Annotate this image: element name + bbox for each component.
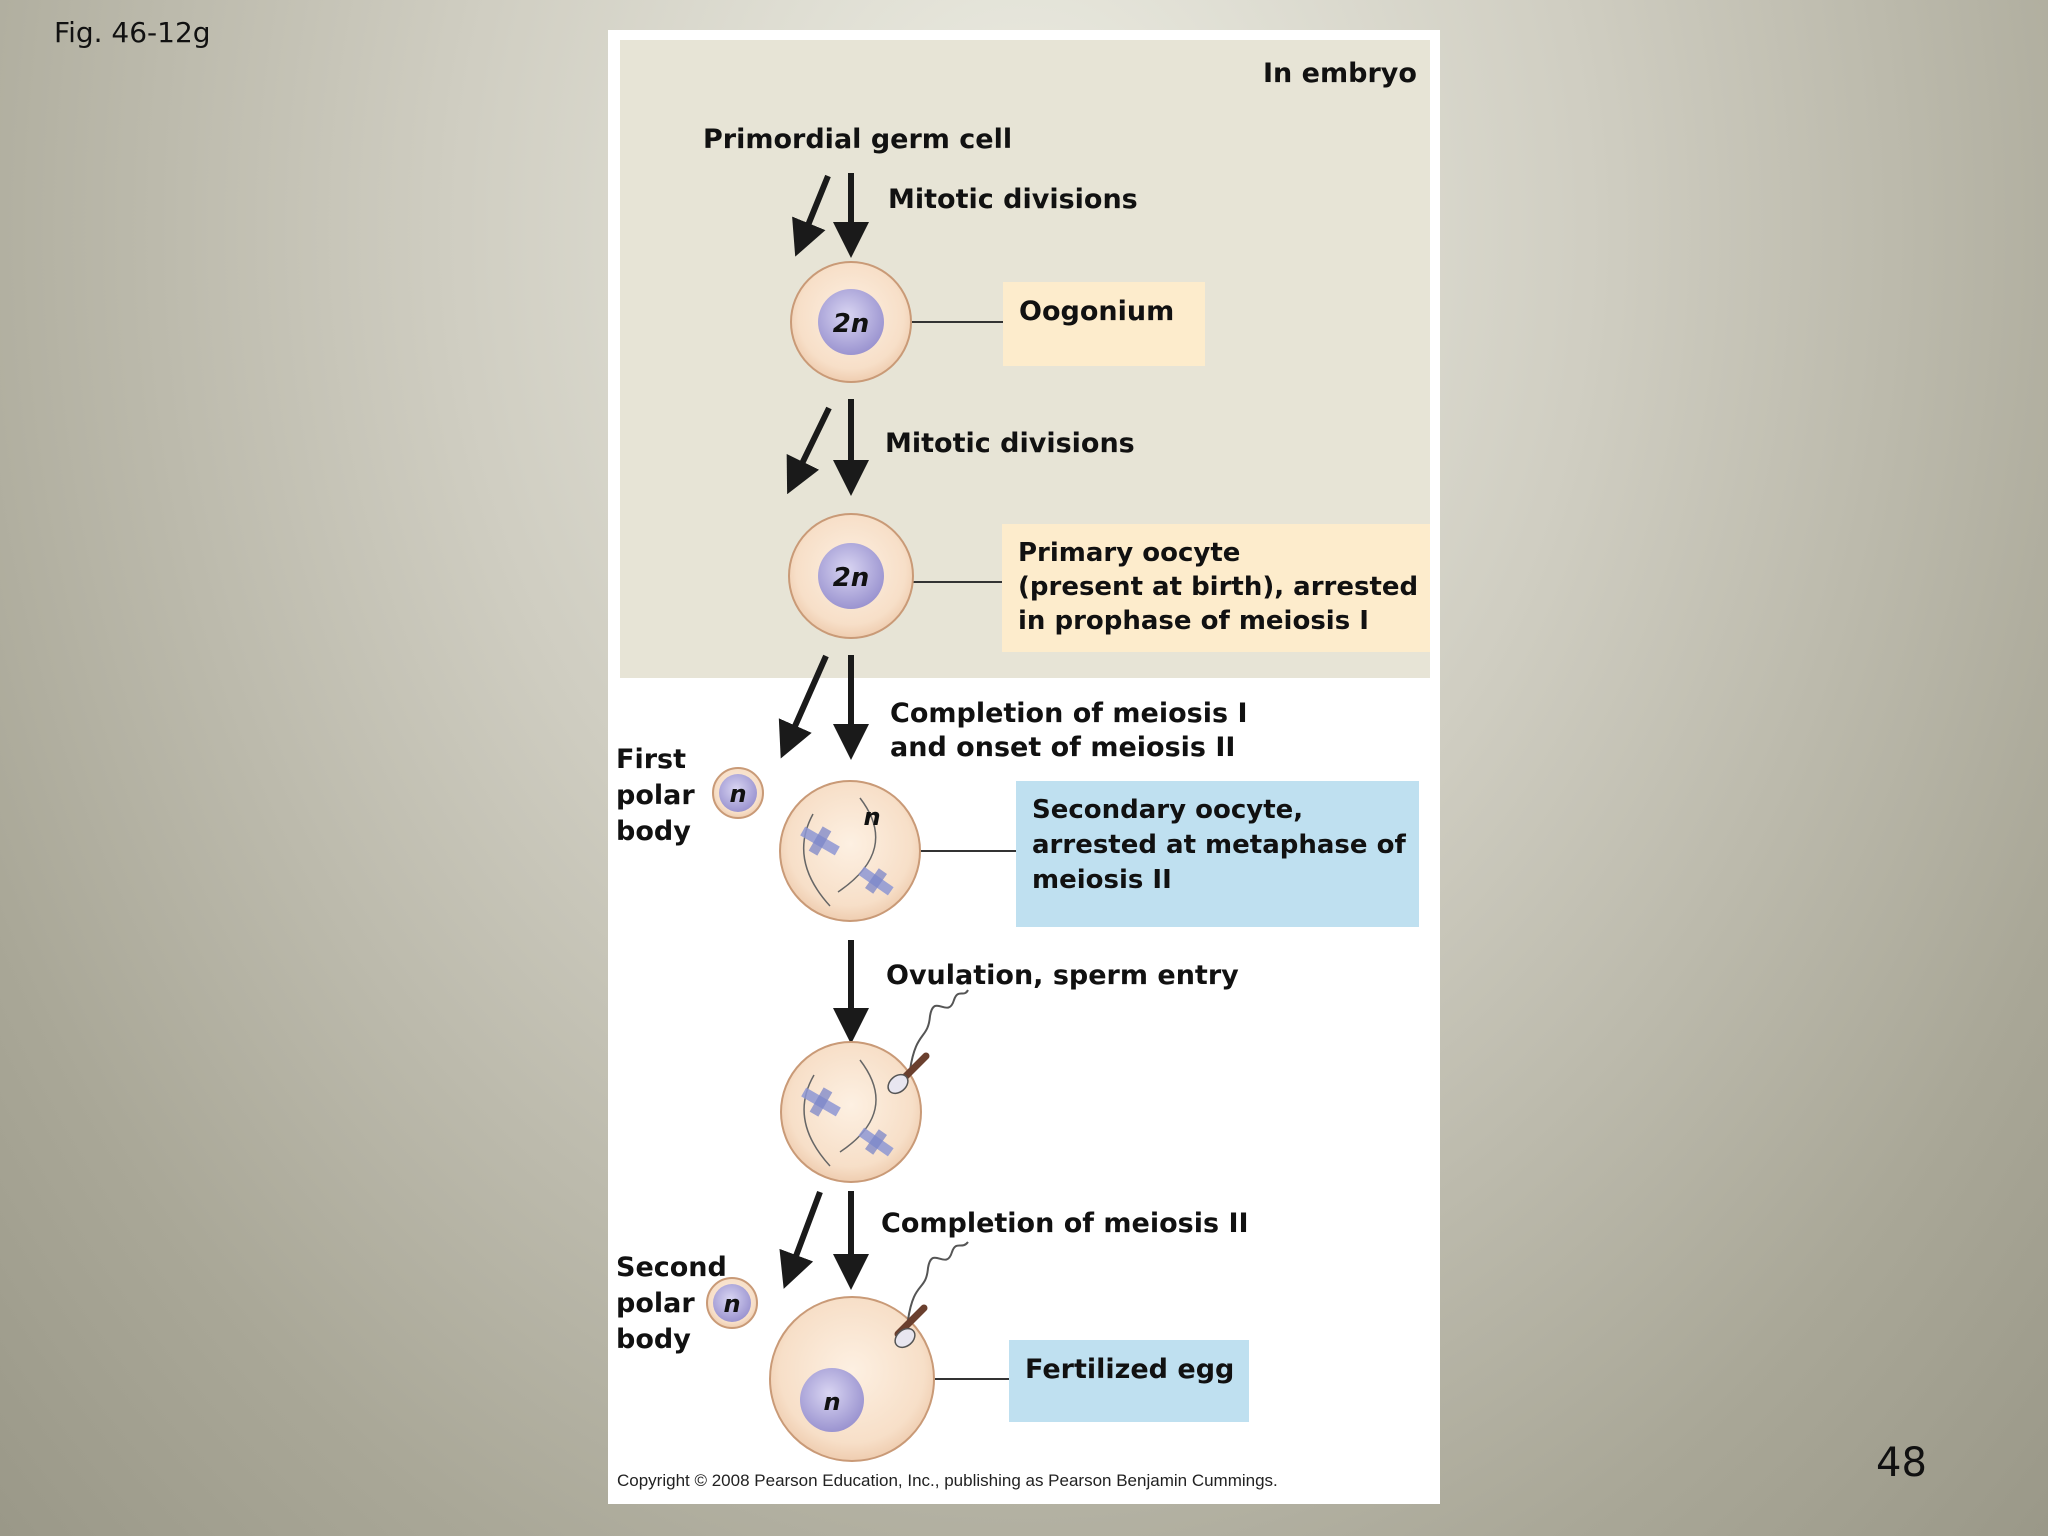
- meiosis-completion-line2: and onset of meiosis II: [890, 732, 1236, 763]
- sperm-icon: [894, 1241, 969, 1349]
- secondary-oocyte-ploidy: n: [863, 803, 880, 831]
- fertilized-egg-cell: n: [769, 1241, 969, 1462]
- fertilized-egg-ploidy: n: [823, 1388, 840, 1416]
- oogonium-nucleus: [818, 289, 884, 355]
- connector-lines: [910, 321, 1016, 1380]
- figure-label: Fig. 46-12g: [54, 16, 211, 49]
- secondary-oocyte-label: Secondary oocyte, arrested at metaphase …: [1016, 781, 1419, 927]
- meiosis-2-completion-label: Completion of meiosis II: [881, 1208, 1249, 1239]
- meiosis-completion-line1: Completion of meiosis I: [890, 698, 1248, 729]
- fertilized-egg-nucleus: [800, 1368, 864, 1432]
- mitotic-divisions-1-label: Mitotic divisions: [888, 184, 1138, 215]
- second-polar-body-cell: n: [706, 1277, 758, 1329]
- oogenesis-diagram: 2n 2n n n: [706, 173, 1016, 1462]
- spindle-fiber: [837, 797, 877, 893]
- primordial-germ-cell-label: Primordial germ cell: [703, 124, 1013, 155]
- oogonium-ploidy: 2n: [833, 309, 870, 339]
- chromosome-icon: [858, 1127, 894, 1157]
- page-number: 48: [1876, 1440, 1927, 1486]
- chromosome-icon: [800, 826, 840, 856]
- secondary-oocyte-cell: n: [779, 780, 921, 922]
- arrow-meiosis-2-diagonal: [779, 1190, 823, 1289]
- first-polar-body-label: First polar body: [616, 744, 695, 847]
- arrow-meiosis-1-diagonal: [778, 654, 829, 759]
- mitotic-divisions-2-label: Mitotic divisions: [885, 428, 1135, 459]
- oogonium-label: Oogonium: [1003, 282, 1205, 366]
- second-polar-body-label: Second polar body: [616, 1252, 727, 1355]
- fertilized-egg-label: Fertilized egg: [1009, 1340, 1249, 1422]
- oogonium-cell: 2n: [790, 261, 912, 383]
- primary-oocyte-cell: 2n: [788, 513, 914, 639]
- oocyte-sperm-entry-cell: [780, 989, 969, 1183]
- sperm-icon: [887, 989, 969, 1095]
- copyright-notice: Copyright © 2008 Pearson Education, Inc.…: [617, 1471, 1278, 1490]
- primary-oocyte-label: Primary oocyte (present at birth), arres…: [1002, 524, 1430, 652]
- chromosome-icon: [801, 1087, 841, 1117]
- chromosome-icon: [858, 866, 894, 896]
- second-polar-body-ploidy: n: [723, 1290, 740, 1318]
- first-polar-body-cell: n: [712, 767, 764, 819]
- arrow-mitotic-1-diagonal: [792, 174, 831, 257]
- figure-panel: 2n 2n n n: [608, 30, 1440, 1504]
- primary-oocyte-ploidy: 2n: [833, 563, 870, 593]
- first-polar-body-ploidy: n: [729, 780, 746, 808]
- ovulation-label: Ovulation, sperm entry: [886, 960, 1239, 991]
- arrow-mitotic-2-diagonal: [786, 406, 832, 495]
- primary-oocyte-nucleus: [818, 543, 884, 609]
- spindle-fiber: [802, 813, 831, 907]
- in-embryo-label: In embryo: [1263, 58, 1417, 89]
- arrows: [778, 173, 869, 1290]
